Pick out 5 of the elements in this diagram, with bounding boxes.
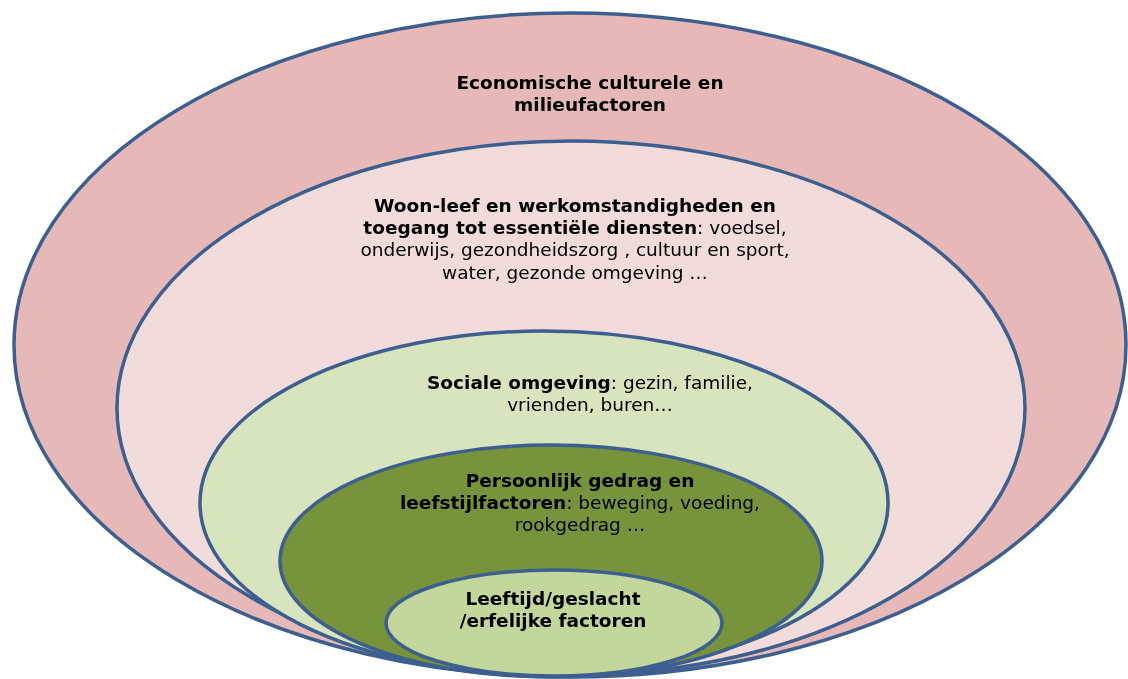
layer-label: Sociale omgeving: gezin, familie, vrienden, buren… bbox=[426, 372, 754, 417]
layer-label: Economische culturele en milieufactoren bbox=[455, 72, 725, 117]
layer-label: Persoonlijk gedrag en leefstijlfactoren: beweging, voeding, rookgedrag … bbox=[399, 470, 761, 537]
layer-label: Leeftijd/geslacht /erfelijke factoren bbox=[458, 588, 648, 633]
layer-label: Woon-leef en werkomstandigheden en toegang tot essentiële diensten: voedsel, onderwijs, gezondheidszorg , cultuur en sport, water, gezonde omgeving … bbox=[359, 195, 791, 284]
